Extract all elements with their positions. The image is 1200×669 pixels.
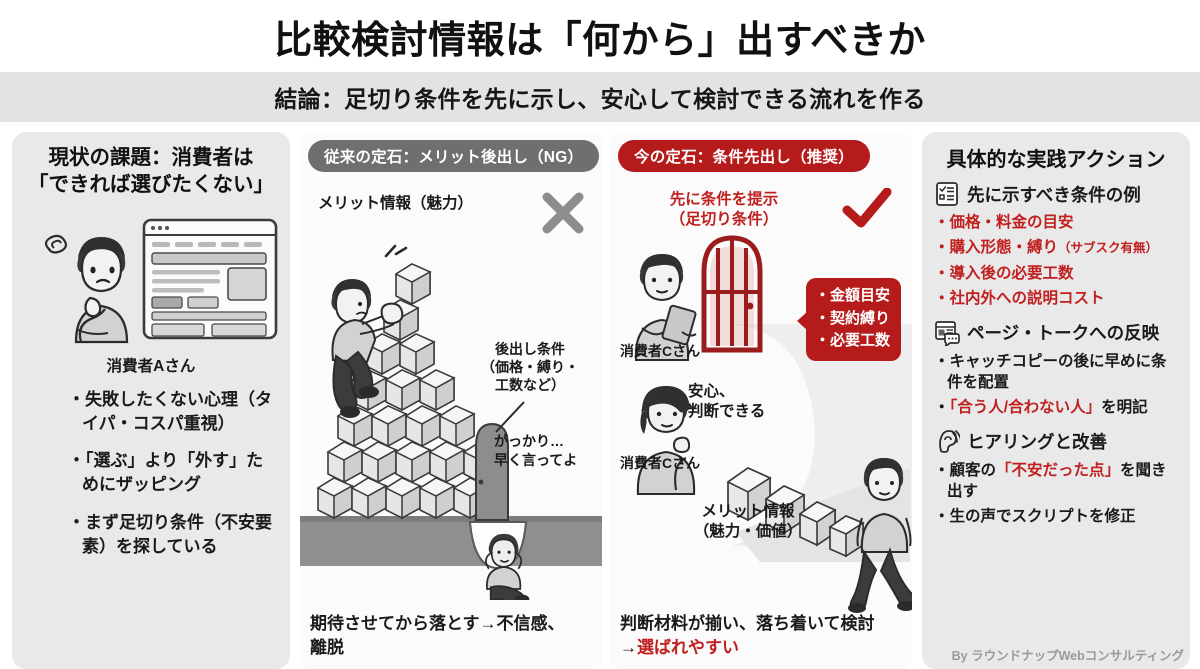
action-section-hearing: ヒアリングと改善 顧客の「不安だった点」を聞き出す 生の声でスクリプトを修正	[934, 429, 1178, 528]
gate-conditions-box: ・金額目安 ・契約縛り ・必要工数	[796, 278, 902, 361]
new-approach-footer: 判断材料が揃い、落ち着いて検討 →選ばれやすい	[620, 612, 904, 659]
current-issue-panel: 現状の課題：消費者は 「できれば選びたくない」	[12, 132, 290, 669]
list-item: 価格・料金の目安	[934, 212, 1178, 233]
pointer-line	[495, 401, 525, 433]
item-text-red: 「合う人/合わない人」	[949, 399, 1102, 417]
item-text: キャッチコピーの後に早めに条件を配置	[947, 352, 1167, 391]
consumer-a-caption: 消費者Aさん	[106, 358, 196, 376]
section-title-row: 先に示すべき条件の例	[934, 181, 1178, 207]
left-bullet-list: 失敗したくない心理（タイパ・コスパ重視） 「選ぶ」より「外す」ためにザッピング …	[28, 388, 274, 559]
hearing-list: 顧客の「不安だった点」を聞き出す 生の声でスクリプトを修正	[934, 460, 1178, 528]
merit-info-label: メリット情報（魅力）	[318, 195, 474, 212]
subtitle-bar: 結論：足切り条件を先に示し、安心して検討できる流れを作る	[0, 72, 1200, 122]
new-approach-badge: 今の定石：条件先出し（推奨）	[618, 140, 870, 172]
left-panel-heading: 現状の課題：消費者は 「できれば選びたくない」	[26, 144, 276, 198]
board: 現状の課題：消費者は 「できれば選びたくない」	[0, 122, 1200, 669]
page-talk-list: キャッチコピーの後に早めに条件を配置 「合う人/合わない人」を明記	[934, 351, 1178, 419]
list-item: 顧客の「不安だった点」を聞き出す	[934, 460, 1178, 503]
relief-line2: 判断できる	[688, 403, 766, 421]
disappoint-line2: 早く言ってよ	[494, 451, 578, 468]
consumer-a-svg	[44, 218, 278, 344]
merit-value-label: メリット情報 （魅力・価値）	[678, 502, 818, 543]
item-text: 導入後の必要工数	[949, 264, 1074, 282]
late-cond-line1: 後出し条件	[495, 341, 565, 357]
ear-icon	[939, 429, 960, 453]
merit-line2: （魅力・価値）	[693, 523, 803, 541]
list-item: 「合う人/合わない人」を明記	[934, 397, 1178, 418]
show-conditions-first-label: 先に条件を提示 （足切り条件）	[644, 190, 804, 230]
new-approach-pane: 今の定石：条件先出し（推奨） 先に条件を提示 （足切り条件）	[610, 132, 912, 669]
gate-condition-text: 契約縛り	[830, 309, 891, 327]
conditions-list: 価格・料金の目安 購入形態・縛り（サブスク有無） 導入後の必要工数 社内外への説…	[934, 212, 1178, 310]
consumer-c-caption-bottom: 消費者Cさん	[620, 455, 701, 471]
old-approach-footer: 期待させてから落とす→不信感、 離脱	[310, 612, 594, 659]
late-conditions-label: 後出し条件 （価格・縛り・ 工数など）	[470, 340, 590, 395]
list-item: 生の声でスクリプトを修正	[934, 506, 1178, 527]
old-approach-pane: 従来の定石：メリット後出し（NG） メリット情報（魅力）	[300, 132, 602, 669]
gate-condition-text: 金額目安	[830, 287, 891, 304]
footer-red-text: 選ばれやすい	[637, 637, 739, 657]
new-footer-line1: 判断材料が揃い、落ち着いて検討	[620, 614, 875, 634]
new-approach-illustration	[634, 235, 912, 613]
section-title-row: ヒアリングと改善	[934, 429, 1178, 455]
pyramid-illustration	[300, 244, 602, 600]
relief-line1: 安心、	[688, 383, 735, 400]
gate-condition-item: ・契約縛り	[815, 309, 891, 327]
list-item: 失敗したくない心理（タイパ・コスパ重視）	[68, 388, 274, 436]
left-column: 現状の課題：消費者は 「できれば選びたくない」	[12, 132, 290, 669]
footer-arrow: →	[620, 637, 637, 657]
checklist-icon	[936, 182, 958, 206]
page-talk-icon	[935, 320, 960, 346]
left-heading-line2: 「できれば選びたくない」	[28, 173, 274, 197]
section-title-text: 先に示すべき条件の例	[967, 184, 1141, 205]
action-panel: 具体的な実践アクション 先に示すべき条件の例 価格	[922, 132, 1190, 669]
new-footer-line2: →選ばれやすい	[620, 636, 904, 659]
list-item: まず足切り条件（不安要素）を探している	[68, 511, 274, 559]
list-item: 社内外への説明コスト	[934, 288, 1178, 309]
section-title-text: ヒアリングと改善	[967, 432, 1107, 453]
list-item: 導入後の必要工数	[934, 263, 1178, 284]
show-cond-line1: 先に条件を提示	[669, 191, 779, 208]
consumer-c-caption-top: 消費者Cさん	[620, 343, 701, 359]
list-item: 「選ぶ」より「外す」ためにザッピング	[68, 449, 274, 497]
footer-credit: By ラウンドナップWebコンサルティング	[951, 649, 1184, 663]
item-text-red: 「不安だった点」	[996, 461, 1121, 479]
late-cond-line3: 工数など）	[495, 377, 565, 394]
list-item: 購入形態・縛り（サブスク有無）	[934, 237, 1178, 258]
x-mark-icon	[542, 192, 584, 234]
old-approach-badge: 従来の定石：メリット後出し（NG）	[308, 140, 600, 172]
page-subtitle: 結論：足切り条件を先に示し、安心して検討できる流れを作る	[274, 86, 926, 112]
gate-condition-item: ・金額目安	[815, 287, 891, 304]
action-panel-heading: 具体的な実践アクション	[946, 149, 1166, 171]
left-heading-line1: 現状の課題：消費者は	[48, 146, 254, 169]
item-text: 生の声でスクリプトを修正	[949, 508, 1136, 526]
consumer-a-illustration	[26, 202, 278, 352]
relief-label: 安心、 判断できる	[688, 382, 765, 423]
section-title-row: ページ・トークへの反映	[934, 320, 1178, 346]
comparison-column: 従来の定石：メリット後出し（NG） メリット情報（魅力）	[300, 132, 912, 669]
page-title: 比較検討情報は「何から」出すべきか	[274, 19, 926, 62]
item-text: 社内外への説明コスト	[949, 290, 1105, 308]
section-title-text: ページ・トークへの反映	[967, 323, 1160, 343]
gate-condition-item: ・必要工数	[815, 332, 891, 349]
late-cond-line2: （価格・縛り・	[481, 359, 579, 376]
disappoint-line1: がっかり…	[494, 433, 564, 449]
right-column: 具体的な実践アクション 先に示すべき条件の例 価格	[922, 132, 1190, 669]
old-footer-line1: 期待させてから落とす→不信感、	[310, 614, 565, 634]
item-text: 購入形態・縛り	[949, 239, 1059, 257]
item-text: 価格・料金の目安	[949, 214, 1074, 231]
check-mark-icon	[842, 188, 892, 228]
item-note: （サブスク有無）	[1058, 241, 1159, 256]
merit-line1: メリット情報	[701, 503, 795, 520]
list-item: キャッチコピーの後に早めに条件を配置	[934, 351, 1178, 394]
title-bar: 比較検討情報は「何から」出すべきか	[0, 0, 1200, 72]
gate-condition-text: 必要工数	[830, 332, 891, 349]
show-cond-line2: （足切り条件）	[669, 211, 779, 229]
disappointment-label: がっかり… 早く言ってよ	[494, 432, 577, 470]
action-section-page-talk: ページ・トークへの反映 キャッチコピーの後に早めに条件を配置 「合う人/合わない…	[934, 320, 1178, 419]
action-section-conditions: 先に示すべき条件の例 価格・料金の目安 購入形態・縛り（サブスク有無） 導入後の…	[934, 181, 1178, 310]
old-footer-line2: 離脱	[310, 637, 344, 657]
